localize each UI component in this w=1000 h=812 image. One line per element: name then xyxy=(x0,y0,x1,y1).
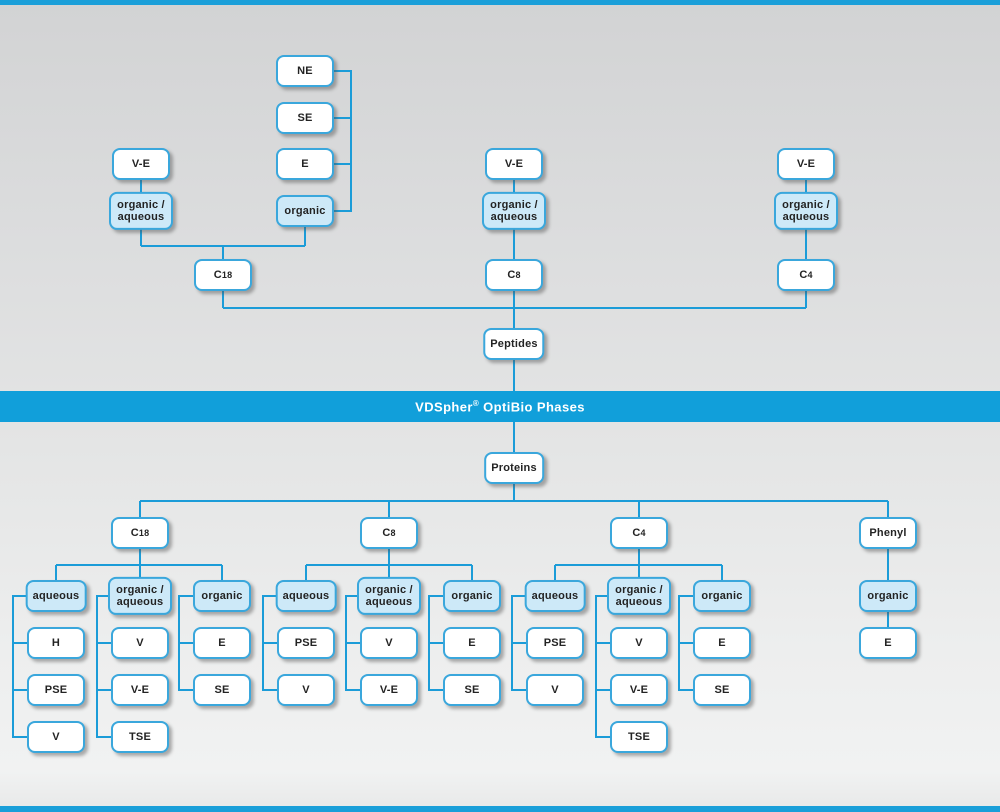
pep-column-c18: C18 xyxy=(194,258,252,292)
title-band: VDSpher® OptiBio Phases xyxy=(0,391,1000,422)
pep-column-c4: C4 xyxy=(777,258,835,292)
pro-c4-cat-organic-aqueous: organic / aqueous xyxy=(607,576,671,616)
pro-c4-orgaq-option-v: V xyxy=(610,626,668,660)
pro-c4-cat-organic: organic xyxy=(693,579,751,613)
pro-c8-orgaq-option-ve: V-E xyxy=(360,673,418,707)
band-title: VDSpher® OptiBio Phases xyxy=(415,398,585,415)
pro-c18-cat-organic-aqueous: organic / aqueous xyxy=(108,576,172,616)
pep-c4-orgaq-option-ve: V-E xyxy=(777,147,835,181)
pep-c18-mode-organic-aqueous: organic / aqueous xyxy=(109,191,173,231)
pep-c18-orgaq-option-ve: V-E xyxy=(112,147,170,181)
bottom-border-bar xyxy=(0,806,1000,812)
pep-c8-mode-organic-aqueous: organic / aqueous xyxy=(482,191,546,231)
pro-c8-cat-organic: organic xyxy=(443,579,501,613)
pro-c4-orgaq-option-tse: TSE xyxy=(610,720,668,754)
pro-c18-aqueous-option-pse: PSE xyxy=(27,673,85,707)
pro-phenyl-cat-organic: organic xyxy=(859,579,917,613)
pep-c18-organic-option-e: E xyxy=(276,147,334,181)
pro-c18-orgaq-option-tse: TSE xyxy=(111,720,169,754)
pro-c4-organic-option-e: E xyxy=(693,626,751,660)
pro-c8-organic-option-se: SE xyxy=(443,673,501,707)
pro-phenyl-organic-option-e: E xyxy=(859,626,917,660)
pro-c18-cat-aqueous: aqueous xyxy=(25,579,87,613)
pro-c8-aqueous-option-v: V xyxy=(277,673,335,707)
pro-column-c18: C18 xyxy=(111,516,169,550)
pro-c18-orgaq-option-v: V xyxy=(111,626,169,660)
pep-column-c8: C8 xyxy=(485,258,543,292)
pro-c18-organic-option-e: E xyxy=(193,626,251,660)
pep-c18-organic-option-ne: NE xyxy=(276,54,334,88)
pep-c18-mode-organic: organic xyxy=(276,194,334,228)
pep-c18-organic-option-se: SE xyxy=(276,101,334,135)
pro-c18-aqueous-option-v: V xyxy=(27,720,85,754)
pro-c8-cat-aqueous: aqueous xyxy=(275,579,337,613)
pro-c18-orgaq-option-ve: V-E xyxy=(111,673,169,707)
pro-c4-aqueous-option-v: V xyxy=(526,673,584,707)
pep-c4-mode-organic-aqueous: organic / aqueous xyxy=(774,191,838,231)
pro-column-phenyl: Phenyl xyxy=(859,516,917,550)
peptides-root-node: Peptides xyxy=(483,327,545,361)
proteins-root-node: Proteins xyxy=(484,451,544,485)
pep-c8-orgaq-option-ve: V-E xyxy=(485,147,543,181)
pro-c4-aqueous-option-pse: PSE xyxy=(526,626,584,660)
pro-c18-cat-organic: organic xyxy=(193,579,251,613)
pro-c18-organic-option-se: SE xyxy=(193,673,251,707)
pro-column-c8: C8 xyxy=(360,516,418,550)
pro-c8-aqueous-option-pse: PSE xyxy=(277,626,335,660)
pro-column-c4: C4 xyxy=(610,516,668,550)
pro-c4-cat-aqueous: aqueous xyxy=(524,579,586,613)
pro-c18-aqueous-option-h: H xyxy=(27,626,85,660)
pro-c4-organic-option-se: SE xyxy=(693,673,751,707)
pro-c8-cat-organic-aqueous: organic / aqueous xyxy=(357,576,421,616)
top-border-bar xyxy=(0,0,1000,5)
pro-c4-orgaq-option-ve: V-E xyxy=(610,673,668,707)
pro-c8-orgaq-option-v: V xyxy=(360,626,418,660)
pro-c8-organic-option-e: E xyxy=(443,626,501,660)
